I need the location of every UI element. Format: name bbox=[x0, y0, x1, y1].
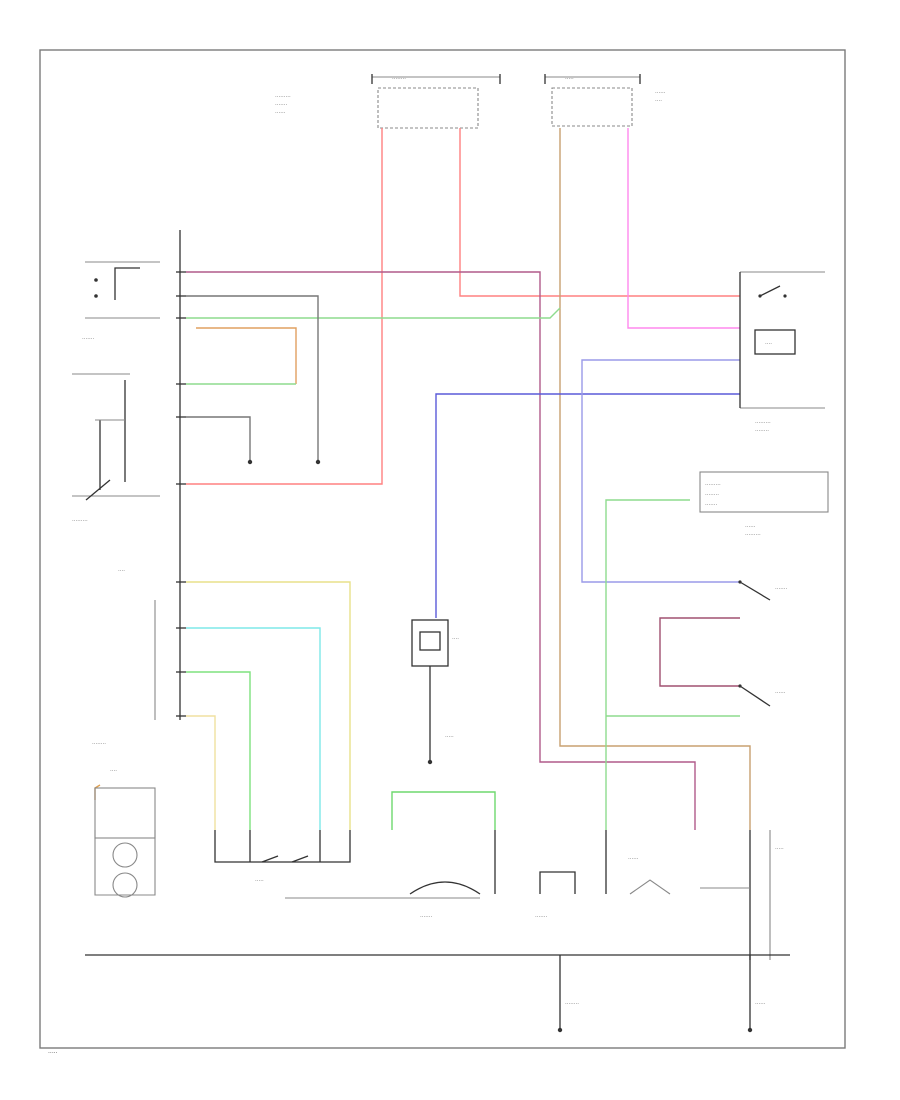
wire-green-right bbox=[605, 499, 690, 830]
control-module-caption: ······ bbox=[745, 524, 756, 530]
actuator-1-label: ······· bbox=[420, 914, 432, 920]
right-connector-box: ········· ········ ······· ······ ······… bbox=[699, 471, 829, 538]
relay-coil-label: ···· bbox=[765, 341, 772, 347]
wire-orange-small bbox=[94, 784, 101, 800]
wire-gray-1 bbox=[186, 295, 319, 460]
right-switch-lower-label: ······ bbox=[775, 690, 786, 696]
connector-box-text-1: ········· bbox=[705, 482, 721, 488]
fuse-block-right-caption: ······ bbox=[655, 90, 666, 96]
wire-pink bbox=[627, 128, 740, 329]
bottom-right-connector-label: ····· bbox=[775, 846, 784, 852]
fuse-block-right-label: ····· bbox=[565, 76, 574, 82]
wire-tan bbox=[559, 128, 751, 830]
right-relay-box-label: ········· bbox=[755, 420, 771, 426]
right-switch-lower: ······ bbox=[738, 684, 786, 707]
bottom-grounds: ········ ······ bbox=[557, 955, 766, 1033]
control-module-caption-2: ········· bbox=[745, 532, 761, 538]
right-relay-box: ···· ········· ········ bbox=[739, 271, 825, 434]
left-switch-upper: ······· bbox=[82, 261, 160, 342]
fuse-block-label: ········ bbox=[392, 76, 406, 82]
wire-lightblue bbox=[581, 359, 740, 583]
wire-green-lower bbox=[186, 671, 251, 830]
wire-yellow bbox=[186, 581, 351, 830]
top-left-fuse-block: ········ ········· ······· ······ bbox=[275, 74, 501, 129]
bottom-middle-actuators: ······· ······· ······ bbox=[285, 830, 671, 920]
left-relay: ········· bbox=[72, 373, 160, 524]
fuse-block-right-caption-2: ···· bbox=[655, 98, 662, 104]
left-relay-label: ········· bbox=[72, 518, 88, 524]
actuator-2-label: ······· bbox=[535, 914, 547, 920]
motor-caption: ········ bbox=[92, 741, 106, 747]
connector-box-text-3: ······· bbox=[705, 502, 717, 508]
footer-code: ····· bbox=[48, 1050, 58, 1057]
wire-green-bottom bbox=[391, 791, 496, 830]
bottom-switch-block: ····· bbox=[214, 830, 351, 884]
left-switch-upper-label: ······· bbox=[82, 336, 94, 342]
ground-right-label: ······ bbox=[755, 1001, 766, 1007]
wire-gray-2 bbox=[186, 416, 251, 460]
right-switch-upper: ······· bbox=[738, 580, 787, 601]
bottom-switch-label: ····· bbox=[255, 878, 264, 884]
connector-box-text-2: ········ bbox=[705, 492, 719, 498]
wire-cyan bbox=[186, 627, 321, 830]
ground-left-label: ········ bbox=[565, 1001, 579, 1007]
bottom-right-connector: ····· bbox=[700, 830, 784, 960]
middle-component: ···· ····· bbox=[411, 619, 459, 765]
wire-yellow-short bbox=[186, 715, 216, 830]
right-switch-upper-label: ······· bbox=[775, 586, 787, 592]
fuse-block-left-caption-2: ······· bbox=[275, 102, 287, 108]
wire-red-relay bbox=[459, 128, 740, 297]
wire-orange-loop bbox=[196, 327, 297, 384]
module-pins bbox=[176, 271, 186, 717]
right-relay-box-label-2: ········ bbox=[755, 428, 769, 434]
middle-component-label: ···· bbox=[452, 636, 459, 642]
actuator-3-label: ······ bbox=[628, 856, 639, 862]
wire-purple bbox=[186, 271, 696, 830]
wire-green-top bbox=[186, 307, 561, 319]
wires bbox=[94, 128, 751, 830]
fuse-block-left-caption: ········· bbox=[275, 94, 291, 100]
bottom-left-motor: ········ ···· bbox=[92, 741, 156, 898]
diagram-frame bbox=[39, 49, 846, 1049]
top-right-fuse-block: ····· ······ ···· bbox=[544, 74, 666, 127]
wire-blue bbox=[435, 393, 740, 618]
module-label: ···· bbox=[118, 568, 125, 574]
middle-component-ground: ····· bbox=[445, 734, 454, 740]
fuse-block-left-caption-3: ······ bbox=[275, 110, 286, 116]
motor-label: ···· bbox=[110, 768, 117, 774]
wire-red-main bbox=[186, 128, 383, 485]
left-grounds bbox=[247, 459, 321, 465]
left-control-module: ···· bbox=[118, 230, 186, 720]
wire-maroon bbox=[659, 617, 740, 687]
